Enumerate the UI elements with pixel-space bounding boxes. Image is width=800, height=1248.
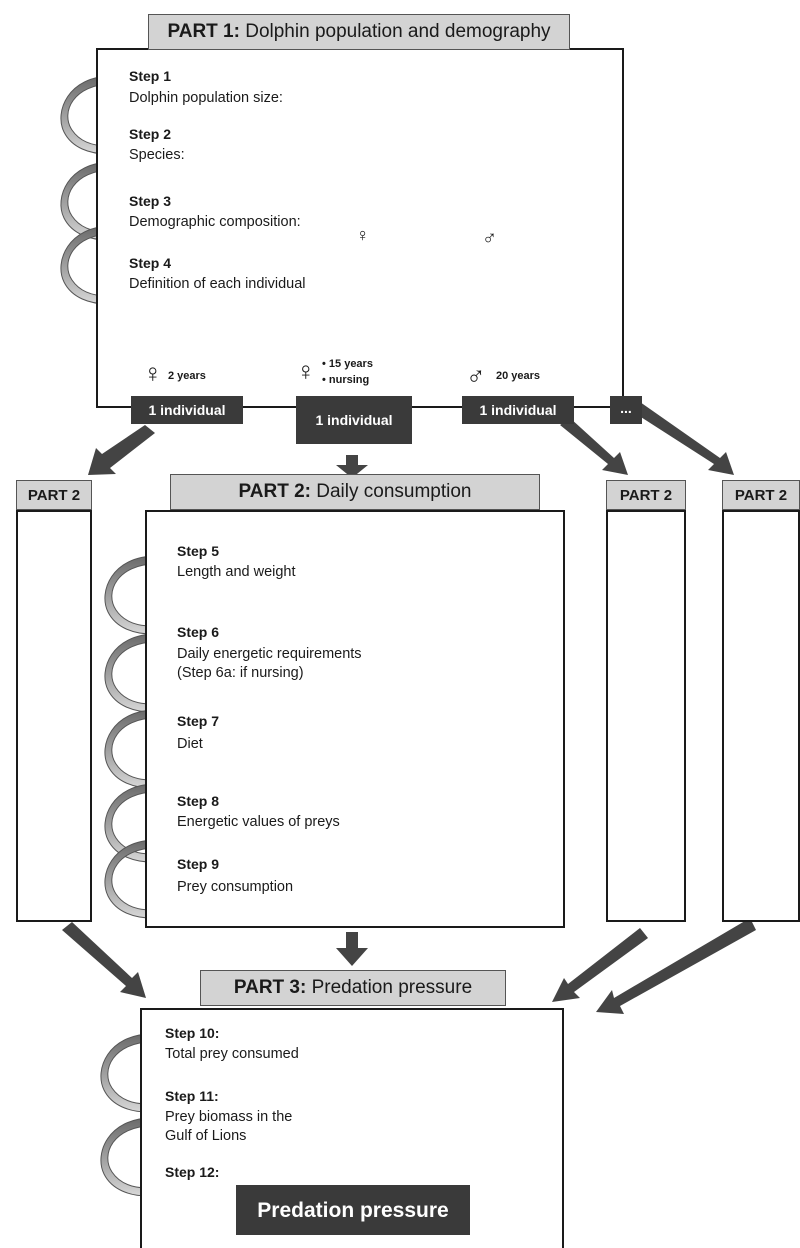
part2-header: PART 2: Daily consumption [170, 474, 540, 510]
part2-side-panel-1 [16, 510, 92, 922]
individual2-age: • 15 years [322, 358, 373, 370]
step11-title: Step 11: [165, 1088, 219, 1104]
step1-title: Step 1 [129, 68, 172, 84]
step2-title: Step 2 [129, 126, 172, 142]
individual1-box: 1 individual [131, 396, 243, 424]
step8-title: Step 8 [177, 793, 220, 809]
individual1-age: 2 years [168, 370, 206, 382]
step11-desc: Prey biomass in the [165, 1109, 293, 1125]
part3-header-bold: PART 3: [233, 977, 307, 998]
step3-desc: Demographic composition: [129, 214, 301, 230]
part2-header-bold: PART 2: [238, 481, 311, 502]
step11-desc-2: Gulf of Lions [165, 1128, 247, 1144]
part1-header-text: Dolphin population and demography [245, 21, 551, 42]
step4-desc: Definition of each individual [129, 276, 306, 292]
step4-title: Step 4 [129, 255, 172, 271]
female-group-symbol: ♀ [356, 225, 370, 245]
part1-header: PART 1: Dolphin population and demograph… [148, 14, 570, 50]
step5-title: Step 5 [177, 543, 220, 559]
individual3-box: 1 individual [462, 396, 574, 424]
more-individuals-box: ... [610, 396, 642, 424]
part2-header-text: Daily consumption [316, 481, 472, 502]
individual1-sex-symbol: ♀ [143, 358, 163, 388]
predation-pressure-result: Predation pressure [236, 1185, 470, 1235]
step8-desc: Energetic values of preys [177, 814, 340, 830]
part1-panel [96, 48, 624, 408]
flow-arrows-part2-to-part3 [62, 918, 756, 1014]
part2-side-header-2: PART 2 [606, 480, 686, 510]
step5-desc: Length and weight [177, 564, 296, 580]
part3-header-text: Predation pressure [311, 977, 473, 998]
step7-desc: Diet [177, 736, 203, 752]
step6-title: Step 6 [177, 624, 220, 640]
step3-title: Step 3 [129, 193, 172, 209]
step6a-desc: (Step 6a: if nursing) [177, 665, 304, 681]
flow-arrows-part1-to-part2 [88, 402, 734, 478]
step1-desc: Dolphin population size: [129, 90, 283, 106]
step2-desc: Species: [129, 147, 185, 163]
part2-side-panel-3 [722, 510, 800, 922]
step9-desc: Prey consumption [177, 879, 294, 895]
individual2-nursing: • nursing [322, 374, 370, 386]
part3-header: PART 3: Predation pressure [200, 970, 506, 1006]
step6-desc: Daily energetic requirements [177, 646, 362, 662]
step9-title: Step 9 [177, 856, 220, 872]
step10-desc: Total prey consumed [165, 1046, 299, 1062]
individual3-sex-symbol: ♂ [466, 360, 486, 390]
step7-title: Step 7 [177, 713, 220, 729]
part2-side-header-3: PART 2 [722, 480, 800, 510]
male-group-symbol: ♂ [482, 227, 497, 249]
individual2-sex-symbol: ♀ [296, 356, 316, 386]
individual3-age: 20 years [496, 370, 541, 382]
part1-header-bold: PART 1: [167, 21, 240, 42]
step12-title: Step 12: [165, 1164, 220, 1180]
part2-side-header-1: PART 2 [16, 480, 92, 510]
step10-title: Step 10: [165, 1025, 220, 1041]
part2-panel [145, 510, 565, 928]
individual2-box: 1 individual [296, 396, 412, 444]
part2-side-panel-2 [606, 510, 686, 922]
